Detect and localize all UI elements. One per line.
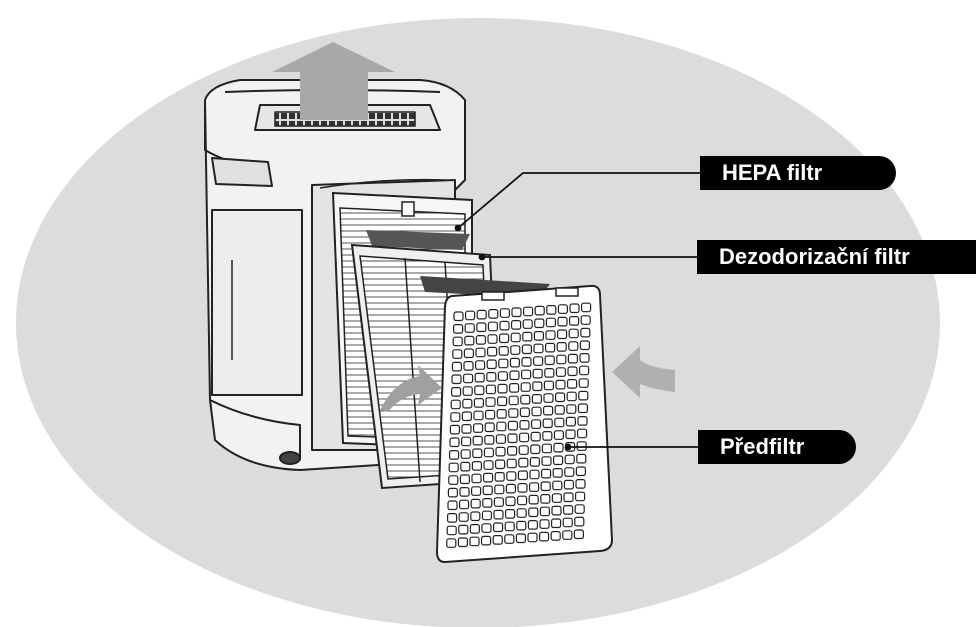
prefilter-mesh <box>446 302 592 548</box>
leader-lines <box>454 172 700 451</box>
deodorizing-filter-label: Dezodorizační filtr <box>697 240 976 274</box>
prefilter <box>435 284 614 564</box>
airflow-up-arrow <box>272 42 395 120</box>
curved-arrow-right <box>612 346 675 398</box>
hepa-filter-label: HEPA filtr <box>700 156 896 190</box>
curved-arrow-left <box>380 365 442 412</box>
prefilter-label: Předfiltr <box>698 430 856 464</box>
